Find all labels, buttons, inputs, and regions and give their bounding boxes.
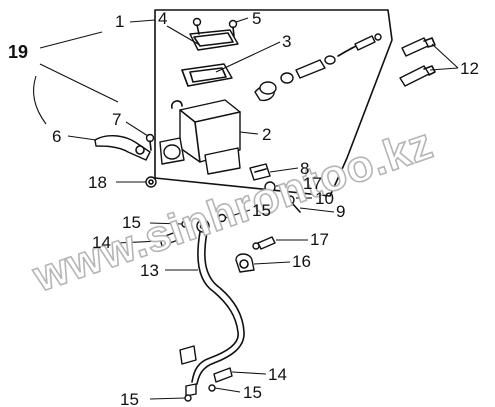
part-6-brake-lever xyxy=(94,135,151,161)
callout-18: 18 xyxy=(88,173,107,192)
callout-14-lower: 14 xyxy=(268,365,287,384)
callout-3: 3 xyxy=(282,32,291,51)
leader-lines xyxy=(33,17,459,400)
part-4-reservoir-cap xyxy=(189,29,239,51)
part-13-brake-hose xyxy=(179,219,245,397)
part-16-hose-clamp xyxy=(235,253,255,273)
callout-15-lower-right: 15 xyxy=(243,383,262,402)
callout-2: 2 xyxy=(262,125,271,144)
callout-17-upper: 17 xyxy=(303,174,322,193)
callout-15-lower-left: 15 xyxy=(120,390,139,407)
part-10-washer xyxy=(264,181,276,193)
callout-4: 4 xyxy=(158,9,167,28)
callout-17-lower: 17 xyxy=(310,230,329,249)
callout-7: 7 xyxy=(112,110,121,129)
part-8-brake-switch xyxy=(249,163,271,181)
part-14-bolt-upper xyxy=(159,231,179,247)
callout-5: 5 xyxy=(252,9,261,28)
callout-12: 12 xyxy=(460,59,479,78)
callout-labels: 19 1 4 5 3 12 7 2 6 8 17 18 10 9 15 15 1… xyxy=(8,9,479,407)
callout-14-upper: 14 xyxy=(92,233,111,252)
callout-13: 13 xyxy=(140,261,159,280)
callout-10: 10 xyxy=(315,189,334,208)
part-14-bolt-lower xyxy=(213,367,233,383)
part-12-bolts xyxy=(399,37,436,87)
callout-6: 6 xyxy=(52,127,61,146)
callout-8: 8 xyxy=(300,159,309,178)
callout-15-upper-left: 15 xyxy=(122,213,141,232)
callout-9: 9 xyxy=(336,202,345,221)
part-5-cap-screws xyxy=(192,17,238,37)
callout-19: 19 xyxy=(8,42,28,62)
part-15-washer-lower-left xyxy=(184,394,192,402)
part-17-bolt xyxy=(252,236,276,250)
part-18-nut-hole xyxy=(148,179,154,185)
callout-15-upper-right: 15 xyxy=(252,201,271,220)
piston-kit xyxy=(254,33,382,102)
part-18-nut xyxy=(145,176,157,188)
callout-1: 1 xyxy=(115,12,124,31)
callout-16: 16 xyxy=(292,252,311,271)
part-15-washer-lower-right xyxy=(208,384,216,392)
part-7-screw xyxy=(145,133,155,151)
part-3-diaphragm xyxy=(181,63,233,87)
part-9-screw xyxy=(285,195,301,213)
part-2-master-cylinder-body xyxy=(159,99,241,175)
